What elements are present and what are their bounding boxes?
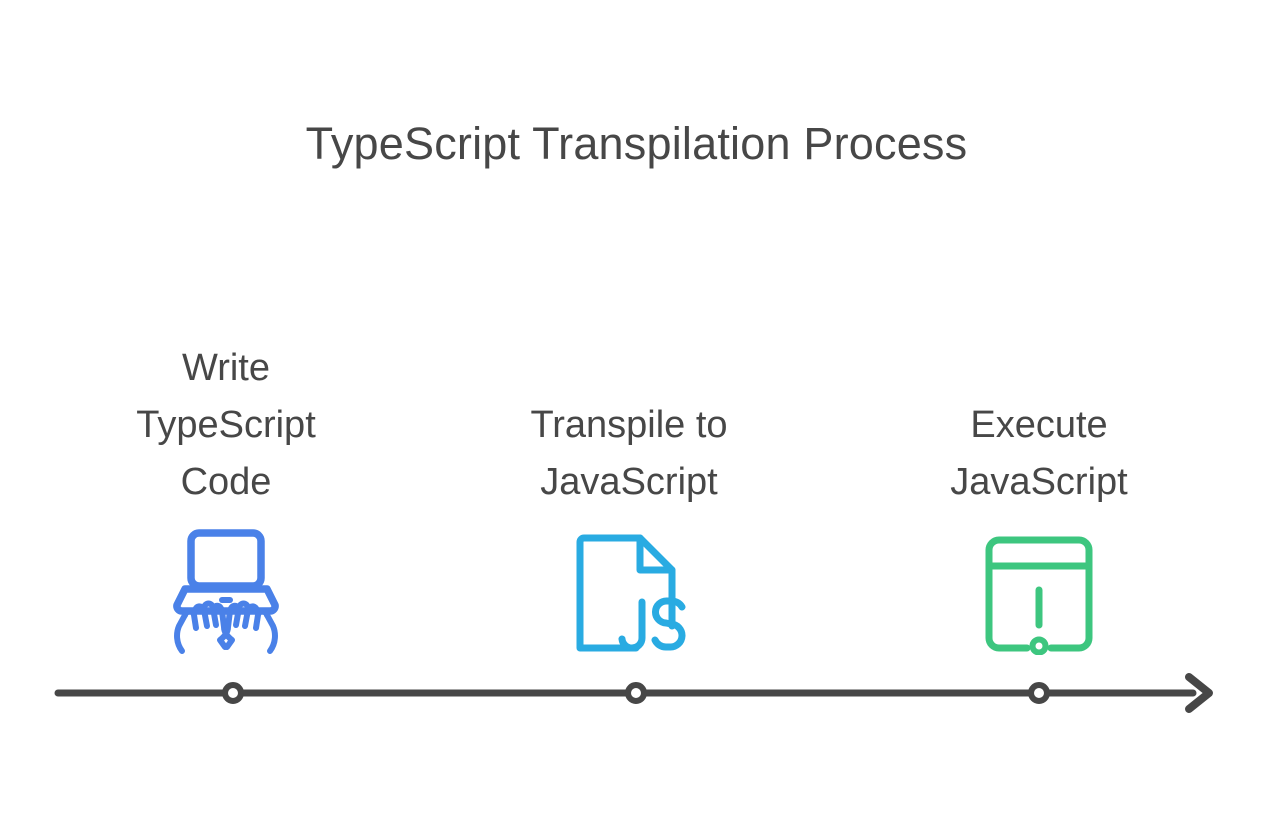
timeline-step-1-label: Write TypeScript Code (136, 347, 316, 503)
browser-window-alert-icon (874, 525, 1204, 655)
timeline-step-2[interactable]: Transpile to JavaScript (464, 340, 794, 655)
timeline-axis (0, 660, 1273, 730)
laptop-typing-hands-icon (61, 525, 391, 655)
javascript-file-icon (464, 525, 794, 655)
timeline-node-1 (222, 682, 244, 704)
page-title: TypeScript Transpilation Process (305, 118, 968, 169)
timeline-step-1[interactable]: Write TypeScript Code (61, 340, 391, 655)
timeline-node-2 (625, 682, 647, 704)
timeline-step-3[interactable]: Execute JavaScript (874, 340, 1204, 655)
timeline-node-3 (1028, 682, 1050, 704)
timeline-step-2-label: Transpile to JavaScript (530, 404, 728, 503)
timeline-step-3-label: Execute JavaScript (950, 404, 1128, 503)
timeline-arrowhead (1185, 673, 1213, 713)
